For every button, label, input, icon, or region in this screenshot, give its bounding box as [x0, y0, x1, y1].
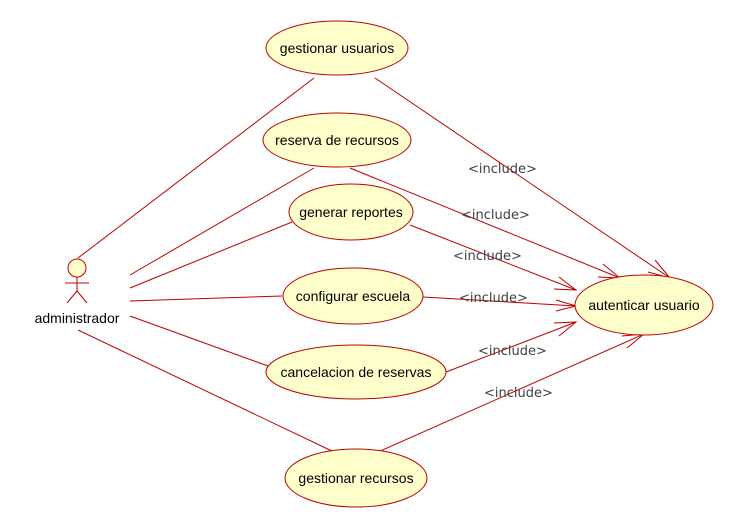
use-case-gestionar-recursos[interactable]: gestionar recursos — [284, 448, 428, 508]
use-case-label: cancelacion de reservas — [281, 364, 432, 380]
use-case-gestionar-usuarios[interactable]: gestionar usuarios — [265, 20, 409, 76]
assoc-gestionar-recursos — [77, 329, 335, 453]
use-case-label: gestionar usuarios — [280, 40, 394, 56]
use-case-autenticar-usuario[interactable]: autenticar usuario — [574, 274, 714, 336]
include-line-2 — [349, 167, 621, 279]
include-label-6: <include> — [484, 386, 553, 401]
include-line-4 — [422, 296, 577, 307]
actor-left-leg — [66, 290, 78, 304]
include-label-4: <include> — [459, 291, 528, 306]
include-label-2: <include> — [461, 208, 530, 223]
actor-administrador[interactable]: administrador — [35, 258, 120, 326]
use-case-cancelacion-de-reservas[interactable]: cancelacion de reservas — [265, 344, 447, 400]
include-label-1: <include> — [468, 162, 537, 177]
use-case-reserva-de-recursos[interactable]: reserva de recursos — [262, 112, 412, 168]
use-case-label: autenticar usuario — [588, 297, 700, 313]
use-case-label: configurar escuela — [296, 288, 411, 304]
include-labels: <include> <include> <include> <include> … — [453, 162, 553, 401]
assoc-configurar-escuela — [129, 295, 283, 302]
actor-label: administrador — [35, 310, 120, 326]
use-case-configurar-escuela[interactable]: configurar escuela — [282, 267, 424, 325]
assoc-generar-reportes — [129, 221, 293, 289]
include-line-5 — [445, 321, 577, 373]
use-case-label: gestionar recursos — [298, 470, 413, 486]
use-case-label: reserva de recursos — [275, 132, 399, 148]
include-line-1 — [374, 77, 671, 279]
include-line-6 — [377, 333, 645, 453]
include-label-3: <include> — [453, 249, 522, 264]
include-arrowhead-3 — [553, 276, 578, 291]
include-arrowhead-5 — [553, 321, 578, 337]
include-arrowhead-2 — [597, 263, 622, 279]
actor-right-leg — [76, 290, 88, 304]
associations — [77, 77, 335, 453]
include-line-3 — [409, 224, 577, 291]
actor-head-icon — [67, 258, 87, 278]
assoc-cancelacion-de-reservas — [129, 315, 291, 375]
include-arrowhead-6 — [621, 333, 646, 349]
assoc-gestionar-usuarios — [77, 77, 315, 259]
include-label-5: <include> — [478, 344, 547, 359]
use-case-label: generar reportes — [299, 204, 403, 220]
use-case-generar-reportes[interactable]: generar reportes — [288, 183, 414, 241]
assoc-reserva-de-recursos — [129, 167, 315, 276]
